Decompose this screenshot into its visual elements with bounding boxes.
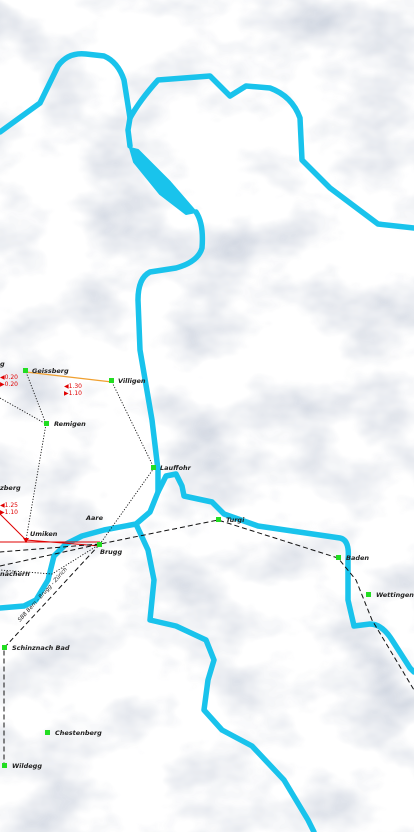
- station-chestenberg[interactable]: [45, 730, 50, 735]
- fare-zberg-down: ▶1.10: [0, 509, 18, 516]
- fare-geissberg-down: ▶0.20: [0, 381, 18, 388]
- fare-villigen-up: ◀1.30: [64, 383, 82, 390]
- station-wettingen[interactable]: [366, 592, 371, 597]
- station-remigen[interactable]: [44, 421, 49, 426]
- fare-zberg-up: ◀1.25: [0, 502, 18, 509]
- fare-villigen-down: ▶1.10: [64, 390, 82, 397]
- station-brugg[interactable]: [97, 542, 102, 547]
- rail-segment: [3, 543, 101, 766]
- place-labels: Geissberg Villigen Remigen Lauffohr Umik…: [0, 360, 414, 770]
- rail-segment: [0, 543, 101, 553]
- label-brugg: Brugg: [100, 548, 122, 556]
- fare-labels: ◀0.20 ▶0.20 ◀1.30 ▶1.10 ◀1.25 ▶1.10: [0, 374, 82, 516]
- river-network: [0, 51, 414, 832]
- station-villigen[interactable]: [109, 378, 114, 383]
- river-segment: [127, 73, 414, 231]
- label-partial-mid: zberg: [0, 484, 21, 492]
- route-geissberg-villigen: [25, 371, 113, 383]
- station-umiken[interactable]: [23, 538, 29, 543]
- station-baden[interactable]: [336, 555, 341, 560]
- label-partial-bottom: nächern: [0, 570, 30, 578]
- label-partial-top: g: [0, 360, 5, 368]
- label-lauffohr: Lauffohr: [160, 464, 192, 472]
- label-chestenberg: Chestenberg: [55, 729, 102, 737]
- label-villigen: Villigen: [118, 377, 146, 385]
- lake: [129, 147, 197, 215]
- station-wildegg[interactable]: [2, 763, 7, 768]
- footpaths: [0, 371, 155, 575]
- footpath: [0, 397, 47, 425]
- label-remigen: Remigen: [54, 420, 86, 428]
- label-schinznach: Schinznach Bad: [12, 644, 70, 652]
- fare-geissberg-up: ◀0.20: [0, 374, 18, 381]
- river-segment: [0, 209, 206, 611]
- station-geissberg[interactable]: [23, 368, 28, 373]
- station-markers: [2, 368, 371, 768]
- footpath: [111, 381, 155, 469]
- river-segment: [155, 471, 414, 675]
- label-baden: Baden: [346, 554, 369, 562]
- river-segment: [0, 51, 133, 149]
- footpath: [0, 543, 101, 575]
- label-geissberg: Geissberg: [32, 367, 69, 375]
- station-lauffohr[interactable]: [151, 465, 156, 470]
- label-umiken: Umiken: [30, 530, 58, 538]
- label-wettingen: Wettingen: [376, 591, 414, 599]
- river-segment: [133, 521, 317, 832]
- station-turgi[interactable]: [216, 517, 221, 522]
- station-schinznach[interactable]: [2, 645, 7, 650]
- label-wildegg: Wildegg: [12, 762, 42, 770]
- river-label: Aare: [85, 514, 104, 522]
- label-turgi: Turgi: [226, 516, 245, 524]
